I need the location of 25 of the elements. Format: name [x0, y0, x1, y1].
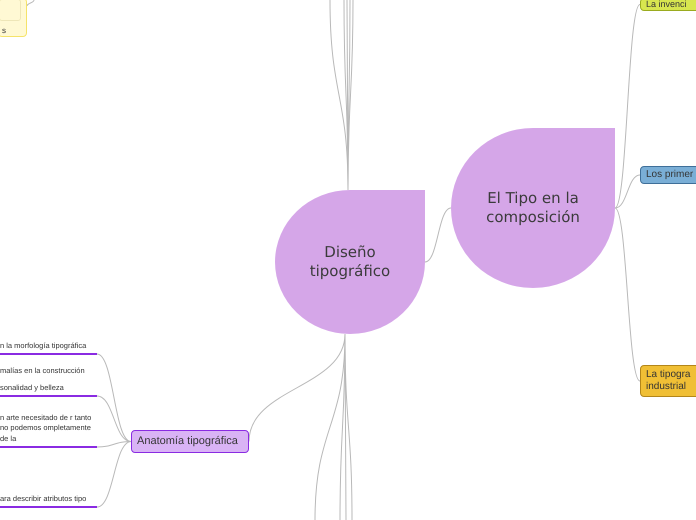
node-text: La tipogra industrial: [646, 369, 692, 393]
connector-line: [96, 354, 132, 442]
connector-line: [96, 441, 132, 448]
subtopic-text: [0, 493, 97, 508]
subtopic-text: [0, 340, 97, 355]
topic-box: [640, 0, 696, 11]
node-text: Diseño tipográfico: [308, 243, 392, 281]
node-text: La invenci: [646, 0, 687, 10]
connector-line: [96, 396, 132, 442]
connector-line: [614, 174, 640, 208]
connector-line: [26, 0, 34, 6]
connector-line: [614, 4, 640, 208]
connector-line: [96, 441, 132, 508]
topic-box: [131, 430, 249, 453]
node-text: Anatomía tipográfica: [137, 434, 238, 448]
connector-line: [424, 208, 452, 262]
subtopic-text: [0, 382, 97, 397]
topic-box: [640, 166, 696, 184]
connector-line: [614, 208, 640, 382]
connector-line: [348, 0, 354, 190]
note-box: [0, 0, 27, 37]
node-text: El Tipo en la composición: [485, 189, 581, 227]
node-text: s: [2, 26, 6, 35]
topic-box: [640, 365, 696, 397]
node-text: Los primer: [646, 169, 694, 181]
